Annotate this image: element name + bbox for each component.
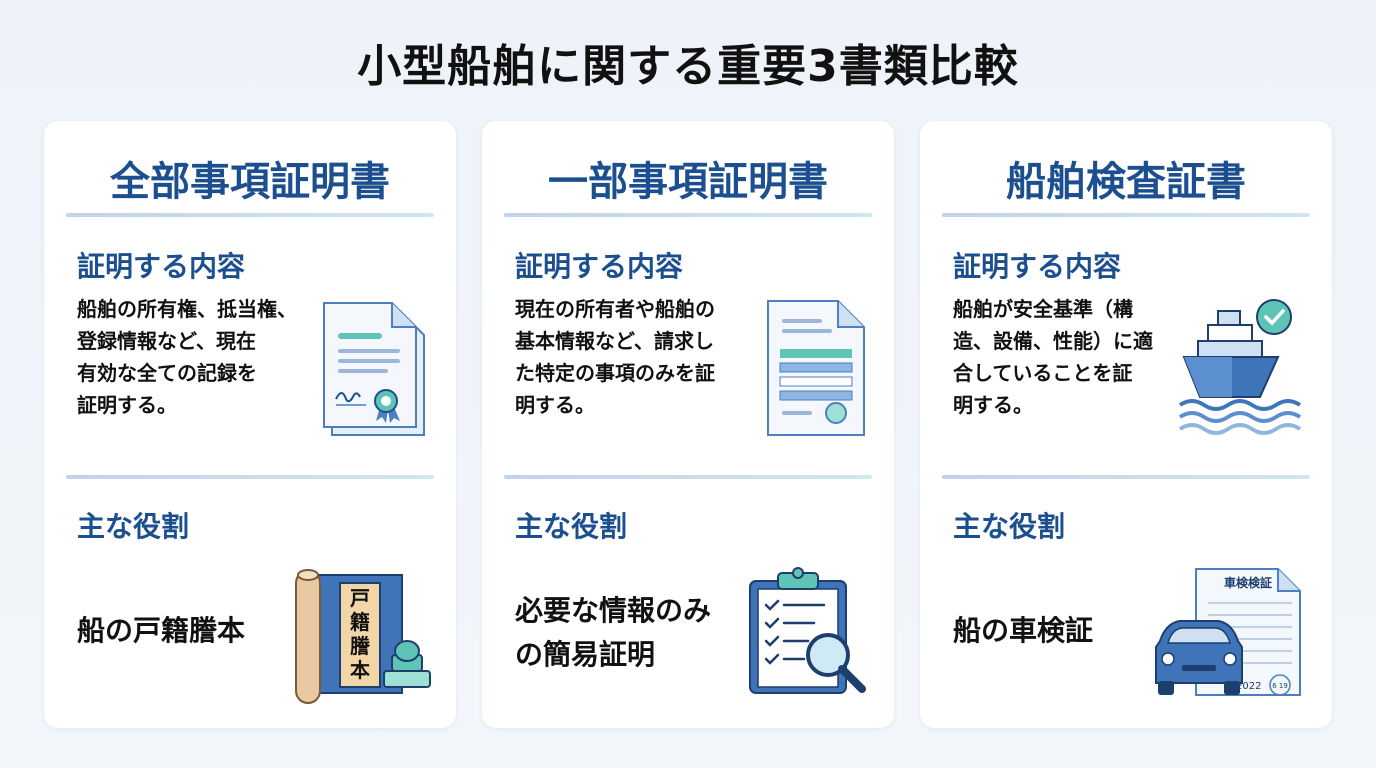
content-text: 船舶が安全基準（構 造、設備、性能）に適 合していることを証 明する。 bbox=[953, 297, 1153, 417]
divider bbox=[504, 213, 872, 217]
certificate-title: 車検検証 bbox=[1224, 575, 1272, 590]
car-inspection-certificate-icon: 車検検証 2022 6 19 bbox=[1155, 568, 1301, 696]
svg-text:戸: 戸 bbox=[350, 586, 370, 610]
family-register-scroll-icon: 戸 籍 謄 本 bbox=[295, 569, 431, 704]
svg-text:謄: 謄 bbox=[350, 634, 371, 658]
card-title: 全部事項証明書 bbox=[110, 159, 390, 205]
card-partial-certificate: 一部事項証明書 証明する内容 現在の所有者や船舶の 基本情報など、請求し た特定… bbox=[482, 121, 894, 728]
certificate-stamp: 6 19 bbox=[1272, 682, 1288, 690]
certificate-year: 2022 bbox=[1236, 681, 1261, 692]
content-label: 証明する内容 bbox=[77, 250, 246, 283]
page-title: 小型船舶に関する重要3書類比較 bbox=[357, 41, 1019, 92]
divider bbox=[942, 475, 1310, 479]
certificate-document-icon bbox=[323, 302, 425, 436]
content-text: 現在の所有者や船舶の 基本情報など、請求し た特定の事項のみを証 明する。 bbox=[515, 297, 715, 417]
role-text: 船の戸籍謄本 bbox=[77, 614, 246, 647]
role-text: 船の車検証 bbox=[953, 614, 1094, 647]
role-label: 主な役割 bbox=[77, 510, 190, 543]
role-label: 主な役割 bbox=[953, 510, 1066, 543]
content-label: 証明する内容 bbox=[953, 250, 1122, 283]
card-full-certificate: 全部事項証明書 証明する内容 船舶の所有権、抵当権、 登録情報など、現在 有効な… bbox=[44, 121, 456, 728]
divider bbox=[66, 213, 434, 217]
partial-document-icon bbox=[767, 300, 865, 436]
card-title: 船舶検査証書 bbox=[1006, 159, 1246, 205]
divider bbox=[66, 475, 434, 479]
scroll-label: 戸 籍 謄 本 bbox=[350, 586, 371, 682]
svg-text:本: 本 bbox=[350, 658, 370, 682]
ship-check-icon bbox=[1178, 299, 1302, 435]
card-title: 一部事項証明書 bbox=[548, 159, 828, 205]
content-label: 証明する内容 bbox=[515, 250, 684, 283]
role-text: 必要な情報のみ の簡易証明 bbox=[515, 594, 712, 671]
divider bbox=[942, 213, 1310, 217]
svg-text:籍: 籍 bbox=[350, 610, 370, 634]
role-label: 主な役割 bbox=[515, 510, 628, 543]
divider bbox=[504, 475, 872, 479]
content-text: 船舶の所有権、抵当権、 登録情報など、現在 有効な全ての記録を 証明する。 bbox=[77, 297, 297, 417]
clipboard-checklist-magnifier-icon bbox=[749, 567, 866, 694]
card-ship-inspection: 船舶検査証書 証明する内容 船舶が安全基準（構 造、設備、性能）に適 合している… bbox=[920, 121, 1332, 728]
